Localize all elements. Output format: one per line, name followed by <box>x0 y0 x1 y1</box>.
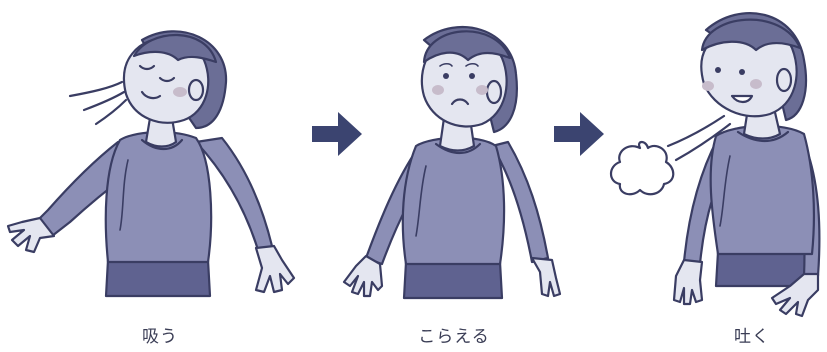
step-label-exhale: 吐く <box>734 322 770 347</box>
exhale-figure <box>611 13 819 316</box>
arrow-right-icon <box>312 112 362 156</box>
arrow-right-icon <box>554 112 604 156</box>
step-label-inhale: 吸う <box>142 322 178 347</box>
inhale-figure <box>8 31 294 296</box>
hold-breath-figure <box>344 27 560 298</box>
step-label-hold: こらえる <box>418 322 490 347</box>
